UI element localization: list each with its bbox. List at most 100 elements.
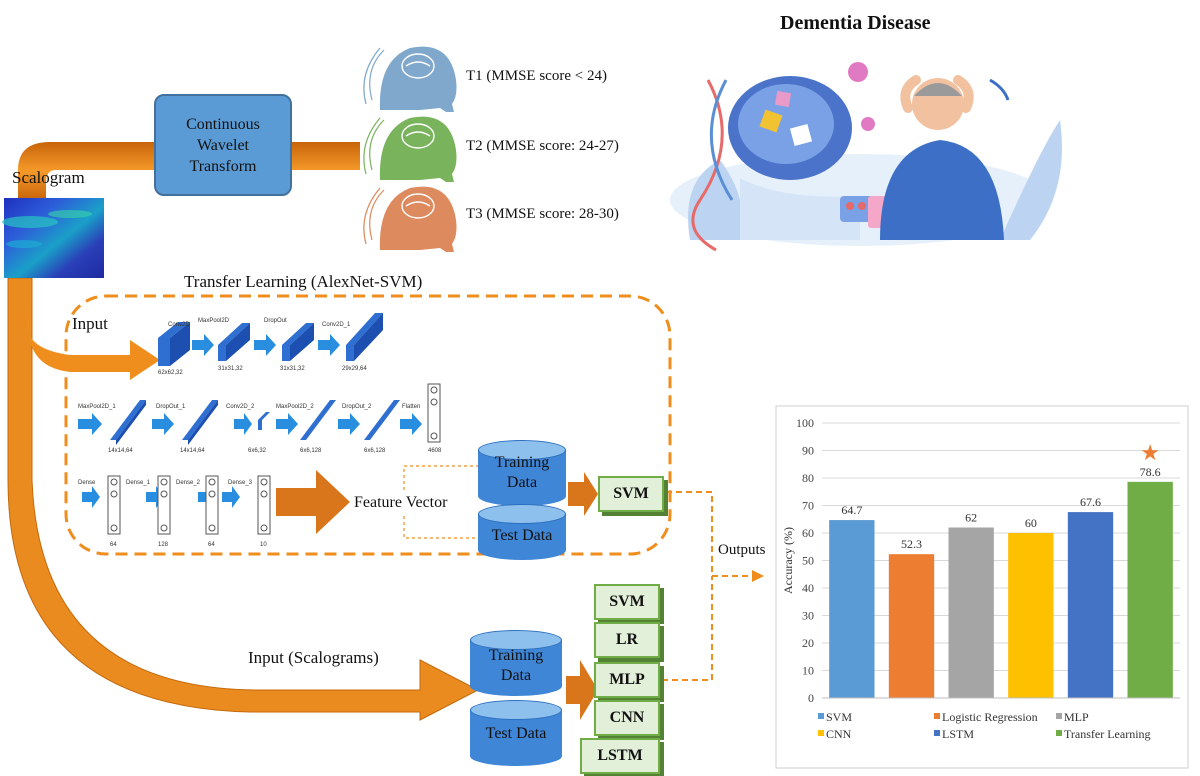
layer-shape: 4608	[428, 448, 442, 454]
highlight-star: ★	[1140, 440, 1160, 465]
training-data-label-2: Training Data	[488, 647, 544, 684]
layer-name: Dense_3	[228, 480, 253, 486]
model-box-lstm: LSTM	[580, 738, 660, 774]
training-data-cylinder-2: Training Data	[470, 630, 562, 696]
feature-arrow	[276, 470, 350, 534]
model-box-mlp: MLP	[594, 662, 660, 698]
layer-name: Dense	[78, 480, 96, 486]
outputs-label: Outputs	[718, 542, 766, 558]
transfer-learning-title: Transfer Learning (AlexNet-SVM)	[184, 272, 423, 291]
bar	[1067, 512, 1114, 698]
layer-shape: 6x6,128	[300, 448, 322, 454]
test-data-cylinder-2: Test Data	[470, 700, 562, 766]
legend-swatch	[1056, 730, 1062, 736]
legend-label: SVM	[826, 710, 852, 724]
input-label: Input	[72, 314, 108, 333]
layer-name: DropOut_1	[156, 404, 186, 410]
layer-name: Conv2D_2	[226, 404, 255, 410]
transfer-learning-frame	[64, 294, 672, 556]
training-data-cylinder: Training Data	[478, 440, 566, 506]
layer-shape: 62x62,32	[158, 370, 183, 376]
bar-value-label: 67.6	[1080, 495, 1101, 509]
bar	[1127, 481, 1173, 698]
head-icons	[363, 46, 457, 252]
legend-label: LSTM	[942, 727, 974, 741]
class-label-t1: T1 (MMSE score < 24)	[466, 68, 607, 84]
layer-name: Dense_2	[176, 480, 201, 486]
bar	[888, 554, 935, 698]
y-tick-label: 100	[796, 416, 814, 430]
cwt-label: Continuous Wavelet Transform	[186, 115, 260, 175]
layer-name: MaxPool2D	[198, 318, 230, 324]
bar-value-label: 64.7	[841, 503, 862, 517]
layer-name: Conv2D_1	[322, 322, 351, 328]
layer-name: DropOut	[264, 318, 287, 324]
layer-shape: 14x14,64	[108, 448, 133, 454]
bar-value-label: 78.6	[1140, 465, 1161, 479]
svm-box: SVM	[598, 476, 664, 512]
cwt-box: Continuous Wavelet Transform	[154, 94, 292, 196]
legend-swatch	[934, 730, 940, 736]
model-box-svm: SVM	[594, 584, 660, 620]
dementia-illustration	[670, 62, 1062, 252]
bar-value-label: 62	[965, 511, 977, 525]
layer-shape: 6x6,128	[364, 448, 386, 454]
scalogram-image	[4, 198, 104, 278]
model-box-cnn: CNN	[594, 700, 660, 736]
training-data-label: Training Data	[494, 454, 550, 491]
legend-label: Logistic Regression	[942, 710, 1038, 724]
layer-shape: 6x6,32	[248, 448, 267, 454]
y-tick-label: 80	[802, 471, 814, 485]
y-tick-label: 50	[802, 554, 814, 568]
layer-name: Dense_1	[126, 480, 151, 486]
layer-shape: 64	[208, 542, 215, 548]
scalogram-input-label: Input (Scalograms)	[248, 648, 379, 667]
layer-name: MaxPool2D_1	[78, 404, 116, 410]
y-tick-label: 90	[802, 444, 814, 458]
flow-pipe-input	[28, 300, 160, 380]
test-data-label: Test Data	[491, 527, 553, 544]
class-label-t3: T3 (MMSE score: 28-30)	[466, 206, 619, 222]
layer-name: Flatten	[402, 404, 421, 410]
layer-shape: 14x14,64	[180, 448, 205, 454]
y-tick-label: 30	[802, 609, 814, 623]
layer-shape: 64	[110, 542, 117, 548]
test-data-cylinder: Test Data	[478, 504, 566, 560]
layer-shape: 29x29,64	[342, 366, 367, 372]
layer-name: DropOut_2	[342, 404, 372, 410]
bar	[829, 520, 875, 698]
y-tick-label: 70	[802, 499, 814, 513]
model-box-lr: LR	[594, 622, 660, 658]
accuracy-chart: 0 10 20 30 40 50 60 70 80 90 100 64.7 52.3 62 60 67.6 78…	[781, 416, 1180, 741]
layer-name: MaxPool2D_2	[276, 404, 314, 410]
layer-name: Conv2D	[168, 322, 190, 328]
legend-swatch	[1056, 713, 1062, 719]
class-label-t2: T2 (MMSE score: 24-27)	[466, 138, 619, 154]
y-tick-label: 40	[802, 581, 814, 595]
layer-shape: 128	[158, 542, 169, 548]
legend-label: MLP	[1064, 710, 1089, 724]
legend-label: Transfer Learning	[1064, 727, 1151, 741]
y-tick-label: 0	[808, 691, 814, 705]
y-tick-label: 10	[802, 664, 814, 678]
legend-swatch	[934, 713, 940, 719]
test-data-label-2: Test Data	[485, 725, 547, 742]
layer-shape: 31x31,32	[218, 366, 243, 372]
legend-swatch	[818, 713, 824, 719]
scalogram-label: Scalogram	[12, 168, 85, 187]
y-tick-label: 60	[802, 526, 814, 540]
bar	[948, 527, 994, 698]
illustration-title: Dementia Disease	[780, 12, 931, 34]
legend-swatch	[818, 730, 824, 736]
layer-shape: 31x31,32	[280, 366, 305, 372]
layer-shape: 10	[260, 542, 267, 548]
bar-value-label: 60	[1025, 516, 1037, 530]
feature-vector-label: Feature Vector	[354, 494, 448, 511]
bar	[1008, 533, 1054, 698]
bar-value-label: 52.3	[901, 537, 922, 551]
y-tick-label: 20	[802, 636, 814, 650]
y-axis-label: Accuracy (%)	[781, 527, 795, 594]
legend-label: CNN	[826, 727, 852, 741]
